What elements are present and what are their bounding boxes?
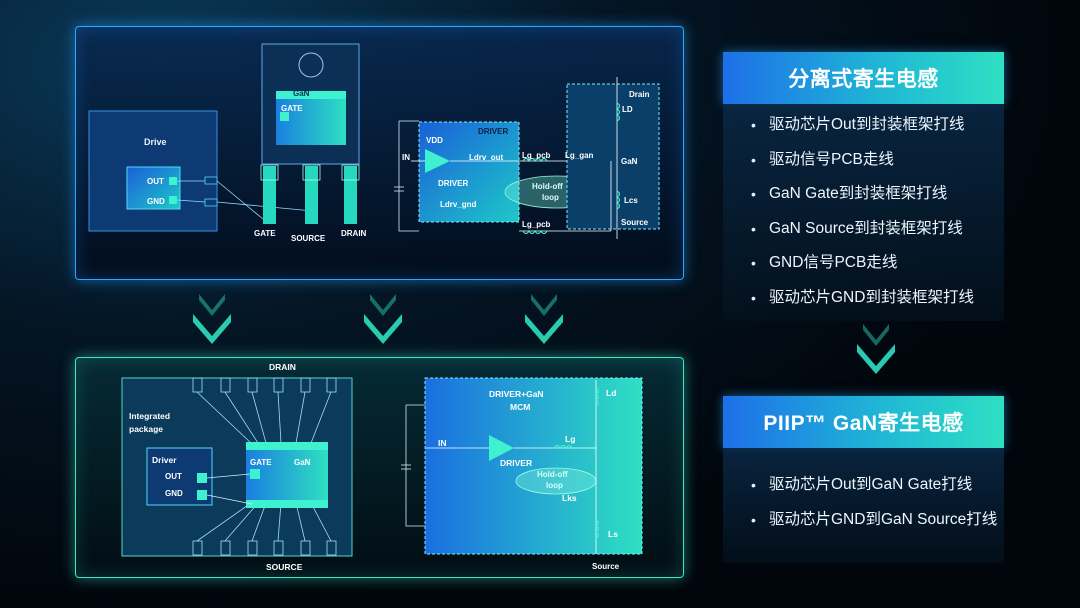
gate-chip-label: GATE <box>281 104 303 113</box>
out-pad <box>197 473 207 483</box>
down-arrow-icon <box>193 294 231 344</box>
drain-label: Drain <box>629 90 650 99</box>
pin-drain-label: DRAIN <box>341 229 367 238</box>
driver-triangle <box>489 435 514 461</box>
gnd-pad <box>169 196 177 204</box>
gnd-chip-label: GND <box>165 489 183 498</box>
piip-diagram: DRAIN Integrated package Driver OUT GND <box>121 362 643 572</box>
driver-title: DRIVER <box>478 127 508 136</box>
down-arrow-icon <box>525 294 563 344</box>
driver-block <box>418 121 520 223</box>
ldrv-out-label: Ldrv_out <box>469 153 504 162</box>
drive-label: Drive <box>144 137 167 147</box>
gan-chip-label: GaN <box>293 89 310 98</box>
list-item: GND信号PCB走线 <box>723 246 1004 281</box>
vdd-label: VDD <box>426 136 443 145</box>
lg-pcb-top-label: Lg_pcb <box>522 151 551 160</box>
list-item: GaN Source到封装框架打线 <box>723 212 1004 247</box>
hold-off-text-1: Hold-off <box>537 470 568 479</box>
pin-gate <box>263 166 276 224</box>
gate-label: GATE <box>250 458 272 467</box>
discrete-list: 驱动芯片Out到封装框架打线 驱动信号PCB走线 GaN Gate到封装框架打线… <box>723 104 1004 321</box>
ld-label: LD <box>622 105 633 114</box>
piip-diagram-panel: DRAIN Integrated package Driver OUT GND <box>75 357 684 578</box>
discrete-diagram: Drive OUT GND GaN GATE GATE SOURCE DRAIN <box>88 43 660 243</box>
gan-switch-label: GaN <box>621 157 638 166</box>
gnd-pad <box>197 490 207 500</box>
list-item: 驱动芯片GND到GaN Source打线 <box>723 503 1004 538</box>
gate-pad <box>280 112 289 121</box>
hold-off-text-1: Hold-off <box>532 182 563 191</box>
driver-chip-label: Driver <box>152 455 177 465</box>
gate-pad <box>250 469 260 479</box>
discrete-title: 分离式寄生电感 <box>723 52 1004 104</box>
driver-label: DRIVER <box>500 458 532 468</box>
lg-pcb-bottom-label: Lg_pcb <box>522 220 551 229</box>
mcm-label-1: DRIVER+GaN <box>489 389 544 399</box>
source-right-label: Source <box>592 562 620 571</box>
list-item: GaN Gate到封装框架打线 <box>723 177 1004 212</box>
lg-gan-label: Lg_gan <box>565 151 594 160</box>
piip-list: 驱动芯片Out到GaN Gate打线 驱动芯片GND到GaN Source打线 <box>723 448 1004 563</box>
out-pad <box>169 177 177 185</box>
lg-label: Lg <box>565 434 575 444</box>
down-arrow-icon <box>857 324 895 374</box>
gan-switch-block <box>566 83 660 230</box>
ld-label: Ld <box>606 388 616 398</box>
mcm-label-2: MCM <box>510 402 530 412</box>
pin-gate-label: GATE <box>254 229 276 238</box>
integrated-label-2: package <box>129 424 163 434</box>
list-item: 驱动芯片Out到GaN Gate打线 <box>723 468 1004 503</box>
in-label: IN <box>438 438 447 448</box>
source-label: Source <box>621 218 649 227</box>
hold-off-text-2: loop <box>542 193 559 202</box>
out-label: OUT <box>147 177 164 186</box>
lks-label: Lks <box>562 493 577 503</box>
list-item: 驱动芯片GND到封装框架打线 <box>723 281 1004 316</box>
drain-top-label: DRAIN <box>269 362 296 372</box>
list-item: 驱动芯片Out到封装框架打线 <box>723 108 1004 143</box>
gan-label: GaN <box>294 458 311 467</box>
driver-label: DRIVER <box>438 179 468 188</box>
pin-drain <box>344 166 357 224</box>
list-item: 驱动信号PCB走线 <box>723 143 1004 178</box>
discrete-diagram-panel: Drive OUT GND GaN GATE GATE SOURCE DRAIN <box>75 26 684 280</box>
mcm-block <box>424 377 643 555</box>
lcs-label: Lcs <box>624 196 638 205</box>
ls-label: Ls <box>608 529 618 539</box>
pin-source <box>305 166 318 224</box>
gnd-label: GND <box>147 197 165 206</box>
piip-title: PIIP™ GaN寄生电感 <box>723 396 1004 448</box>
driver-triangle <box>425 149 450 173</box>
in-label: IN <box>402 153 410 162</box>
integrated-label-1: Integrated <box>129 411 170 421</box>
source-bottom-label: SOURCE <box>266 562 303 572</box>
down-arrow-icon <box>364 294 402 344</box>
pin-source-label: SOURCE <box>291 234 326 243</box>
hold-off-text-2: loop <box>546 481 563 490</box>
out-chip-label: OUT <box>165 472 182 481</box>
ldrv-gnd-label: Ldrv_gnd <box>440 200 477 209</box>
